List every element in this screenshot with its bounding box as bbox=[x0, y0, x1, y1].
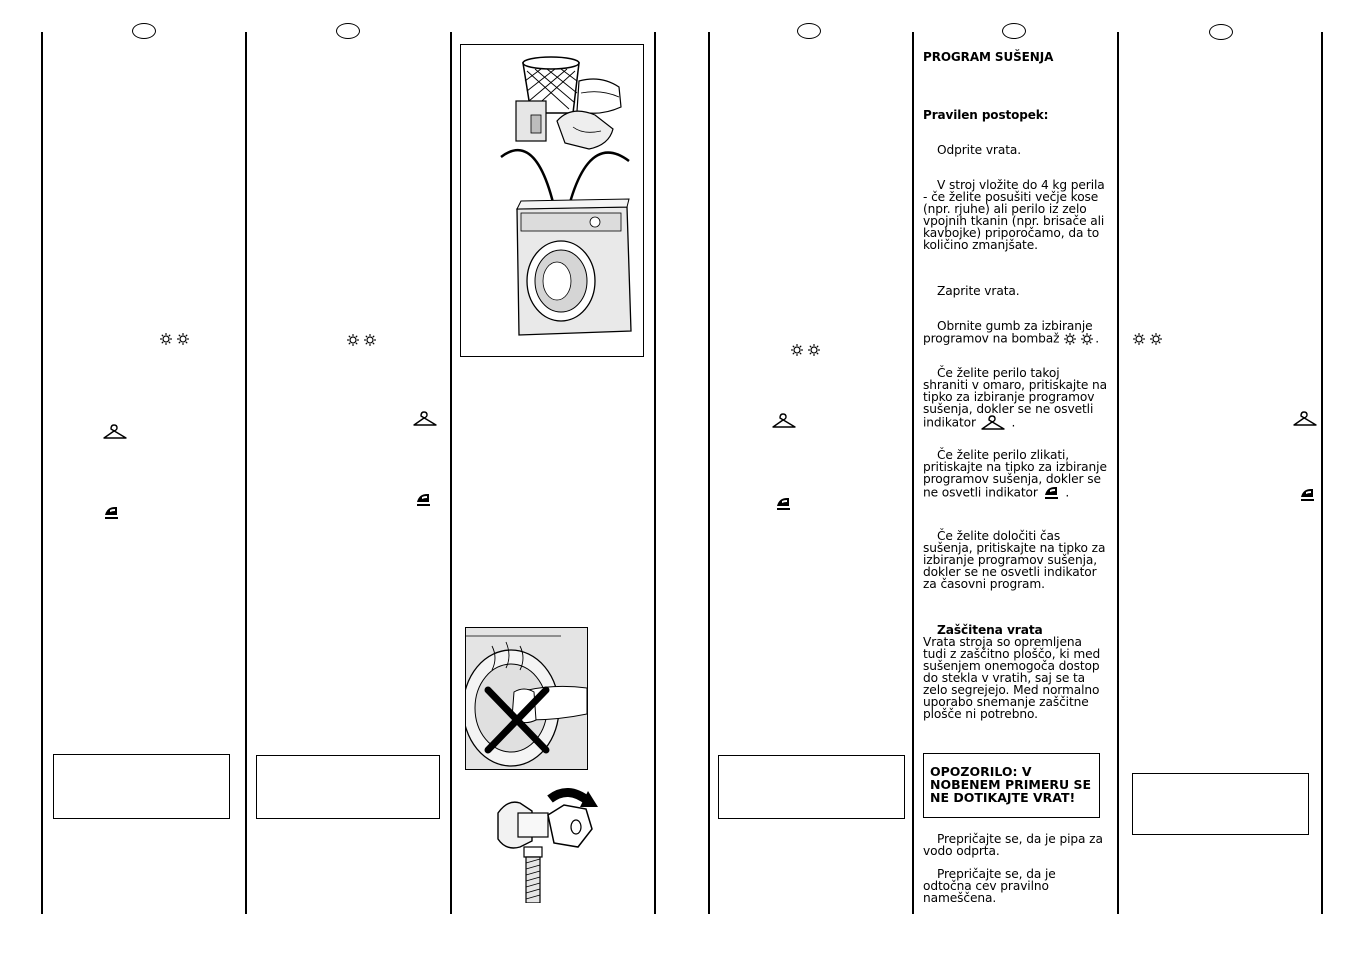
language-oval-marker bbox=[1002, 23, 1026, 39]
warning-text: OPOZORILO: V NOBENEM PRIMERU SE NE DOTIK… bbox=[930, 764, 1092, 805]
laundry-basket-illustration bbox=[515, 56, 622, 150]
note-box bbox=[1132, 773, 1309, 835]
warning-box: OPOZORILO: V NOBENEM PRIMERU SE NE DOTIK… bbox=[923, 753, 1100, 818]
check-drain-hose: Prepričajte se, da je odtočna cev pravil… bbox=[923, 867, 1056, 905]
column-rule bbox=[1117, 32, 1119, 914]
hanger-icon bbox=[413, 411, 437, 426]
door-no-touch-illustration bbox=[465, 627, 588, 770]
column-rule bbox=[41, 32, 43, 914]
step-select-cotton: Obrnite gumb za izbiranje programov na b… bbox=[923, 319, 1099, 346]
iron-icon bbox=[1044, 487, 1058, 499]
check-water-tap: Prepričajte se, da je pipa za vodo odprt… bbox=[923, 832, 1103, 858]
column-rule bbox=[654, 32, 656, 914]
procedure-subtitle: Pravilen postopek: bbox=[923, 108, 1049, 122]
hanger-icon bbox=[772, 413, 796, 428]
section-title: PROGRAM SUŠENJA bbox=[923, 50, 1054, 64]
water-tap-illustration bbox=[497, 788, 598, 903]
step-select-cotton-text: Obrnite gumb za izbiranje programov na b… bbox=[923, 319, 1093, 346]
step-iron-dry: Če želite perilo zlikati, pritiskajte na… bbox=[923, 448, 1107, 500]
hanger-icon bbox=[980, 415, 1005, 430]
column-rule bbox=[1321, 32, 1323, 914]
column-rule bbox=[245, 32, 247, 914]
step-load-laundry: V stroj vložite do 4 kg perila - če želi… bbox=[923, 178, 1105, 252]
column-rule bbox=[450, 32, 452, 914]
language-oval-marker bbox=[797, 23, 821, 39]
step-iron-dry-text: Če želite perilo zlikati, pritiskajte na… bbox=[923, 448, 1107, 500]
sun-pair-icon bbox=[159, 332, 190, 346]
note-box bbox=[256, 755, 440, 819]
sun-pair-icon bbox=[1132, 332, 1163, 346]
iron-icon bbox=[777, 498, 790, 510]
sun-pair-icon bbox=[346, 333, 377, 347]
sun-pair-icon bbox=[1063, 332, 1094, 346]
protected-door-title: Zaščitena vrata bbox=[937, 623, 1043, 637]
step-open-door: Odprite vrata. bbox=[937, 143, 1022, 157]
sun-pair-icon bbox=[790, 343, 821, 357]
laundry-machine-illustration bbox=[460, 44, 644, 357]
hanger-icon bbox=[103, 424, 127, 439]
note-box bbox=[718, 755, 905, 819]
hanger-icon bbox=[1293, 411, 1317, 426]
iron-icon bbox=[105, 507, 118, 519]
language-oval-marker bbox=[1209, 24, 1233, 40]
iron-icon bbox=[417, 494, 430, 506]
note-box bbox=[53, 754, 230, 819]
step-timed-dry: Če želite določiti čas sušenja, pritiska… bbox=[923, 529, 1106, 591]
step-close-door: Zaprite vrata. bbox=[937, 284, 1020, 298]
iron-icon bbox=[1301, 489, 1314, 501]
step-cupboard-dry: Če želite perilo takoj shraniti v omaro,… bbox=[923, 366, 1108, 430]
protected-door-text: Vrata stroja so opremljena tudi z zaščit… bbox=[923, 635, 1101, 721]
language-oval-marker bbox=[132, 23, 156, 39]
language-oval-marker bbox=[336, 23, 360, 39]
column-rule bbox=[708, 32, 710, 914]
step-cupboard-dry-text: Če želite perilo takoj shraniti v omaro,… bbox=[923, 366, 1108, 430]
washing-machine-illustration bbox=[516, 198, 632, 336]
column-rule bbox=[912, 32, 914, 914]
